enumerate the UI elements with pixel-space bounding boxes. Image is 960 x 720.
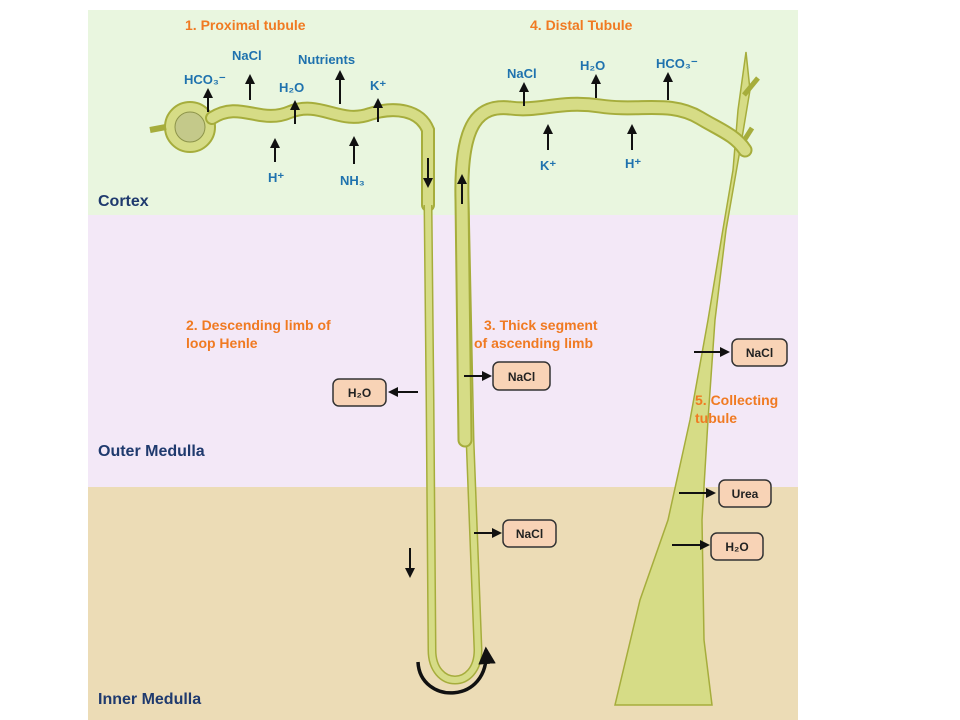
loop-turn-arrow — [416, 646, 496, 695]
distal-tubule-inner — [456, 98, 751, 446]
nutrients-label: Nutrients — [298, 52, 355, 67]
h2o-box-label: H₂O — [725, 540, 748, 554]
nacl-box — [731, 338, 788, 367]
h-label: H⁺ — [625, 156, 641, 171]
distal-tubule-label: 4. Distal Tubule — [530, 17, 633, 33]
nacl-label: NaCl — [232, 48, 262, 63]
h-label: H⁺ — [268, 170, 284, 185]
outer-medulla-label: Outer Medulla — [98, 443, 205, 460]
afferent-vessel — [149, 124, 167, 133]
glomerulus-capillaries — [174, 111, 206, 143]
outer-medulla-zone — [88, 215, 798, 487]
nh3-label: NH₃ — [340, 173, 365, 188]
h2o-box — [332, 378, 387, 407]
k-label: K⁺ — [370, 78, 386, 93]
collecting-tubule-label: tubule — [695, 410, 737, 426]
cortex-label: Cortex — [98, 193, 149, 210]
nacl-box — [492, 361, 551, 391]
descending-limb-label: 2. Descending limb of — [186, 317, 331, 333]
nacl-box-label: NaCl — [508, 370, 535, 384]
collecting-duct — [614, 51, 751, 706]
h2o-label: H₂O — [580, 58, 605, 73]
hco3-label: HCO₃⁻ — [656, 56, 698, 71]
urea-box — [718, 479, 772, 508]
thick-segment-label: of ascending limb — [474, 335, 593, 351]
h2o-box — [710, 532, 764, 561]
thick-segment-label: 3. Thick segment — [484, 317, 598, 333]
hco3-label: HCO₃⁻ — [184, 72, 226, 87]
nacl-box — [502, 519, 557, 548]
descending-limb-label: loop Henle — [186, 335, 258, 351]
collecting-tubule-label: 5. Collecting — [695, 392, 778, 408]
proximal-tubule-inner — [207, 103, 433, 210]
nacl-label: NaCl — [507, 66, 537, 81]
descending-limb-inner — [425, 199, 482, 683]
collecting-duct-branch — [742, 76, 760, 97]
proximal-tubule-label: 1. Proximal tubule — [185, 17, 306, 33]
h2o-label: H₂O — [279, 80, 304, 95]
nacl-box-label: NaCl — [516, 527, 543, 541]
inner-medulla-label: Inner Medulla — [98, 691, 201, 708]
nacl-box-label: NaCl — [746, 346, 773, 360]
urea-box-label: Urea — [732, 487, 759, 501]
k-label: K⁺ — [540, 158, 556, 173]
h2o-box-label: H₂O — [348, 386, 371, 400]
